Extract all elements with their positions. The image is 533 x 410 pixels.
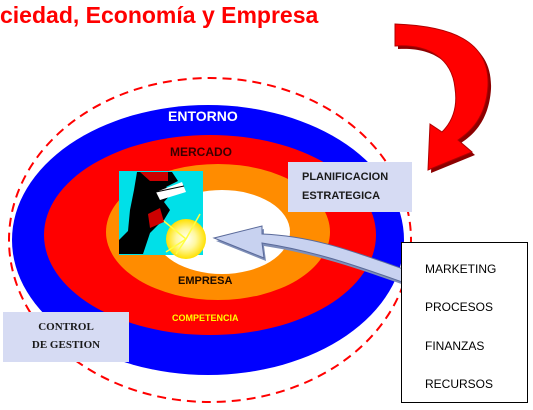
planificacion-line2: ESTRATEGICA (302, 190, 381, 202)
area-item-recursos: RECURSOS (425, 377, 494, 391)
curved-blue-arrow-icon (212, 225, 414, 287)
curved-red-arrow-icon (394, 23, 492, 173)
control-line2: DE GESTION (31, 339, 101, 351)
page-title: ciedad, Economía y Empresa (0, 2, 319, 28)
control-line1: CONTROL (38, 321, 94, 333)
ring-label-mercado: MERCADO (170, 145, 232, 159)
areas-box: MARKETING PROCESOS FINANZAS RECURSOS (401, 242, 528, 403)
control-box: CONTROL DE GESTION (3, 312, 129, 362)
ring-label-entorno: ENTORNO (168, 108, 238, 124)
ring-label-competencia: COMPETENCIA (172, 313, 239, 323)
thinker-clipart-icon (119, 171, 206, 259)
dashed-boundary (8, 77, 412, 403)
area-item-marketing: MARKETING (425, 262, 497, 276)
area-item-procesos: PROCESOS (425, 300, 494, 314)
planificacion-line1: PLANIFICACION (302, 171, 389, 183)
planificacion-box: PLANIFICACION ESTRATEGICA (288, 162, 412, 212)
area-item-finanzas: FINANZAS (425, 339, 485, 353)
ring-label-empresa: EMPRESA (178, 275, 233, 287)
